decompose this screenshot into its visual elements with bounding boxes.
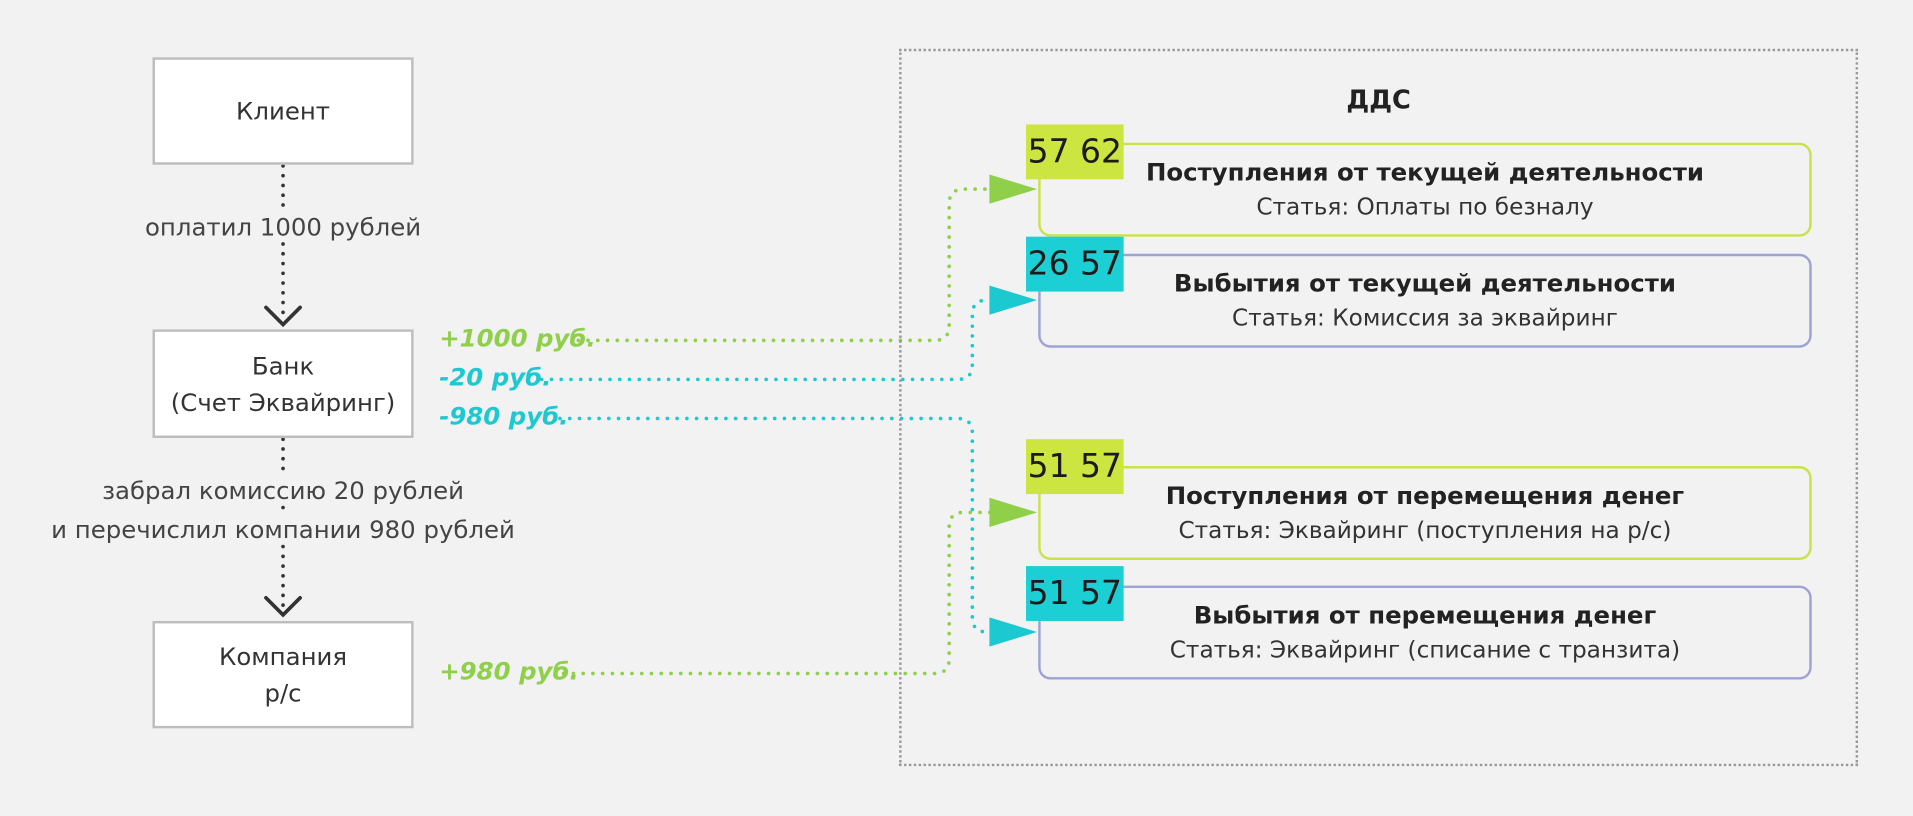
- dds-card-transfer-inflow: Поступления от перемещения денег Статья:…: [1038, 466, 1812, 560]
- arrow-green-1: [989, 174, 1037, 204]
- arrow-cyan-2: [989, 285, 1037, 315]
- bank-account-label: (Счет Эквайринг): [170, 387, 396, 417]
- dds-title: ДДС: [1346, 85, 1411, 115]
- bank-label: Банк: [251, 350, 315, 381]
- card-article: Статья: Эквайринг (списание с транзита): [1169, 636, 1681, 664]
- dds-card-operating-inflow: Поступления от текущей деятельности Стат…: [1038, 142, 1812, 237]
- card-title: Поступления от перемещения денег: [1165, 480, 1685, 510]
- company-node: Компания р/с: [152, 620, 414, 729]
- account-badge: 51 57: [1026, 439, 1124, 495]
- arrow-cyan-4: [989, 617, 1037, 647]
- connector-plus980: [561, 510, 993, 676]
- dds-card-transfer-outflow: Выбытия от перемещения денег Статья: Экв…: [1038, 585, 1812, 680]
- dds-card-operating-outflow: Выбытия от текущей деятельности Статья: …: [1038, 253, 1812, 348]
- card-article: Статья: Оплаты по безналу: [1256, 193, 1594, 221]
- account-badge: 51 57: [1026, 566, 1124, 621]
- amount-minus980: -980 руб.: [439, 401, 569, 431]
- amount-plus1000: +1000 руб.: [439, 323, 596, 353]
- step1-label: оплатил 1000 рублей: [142, 212, 424, 242]
- connector-minus980: [558, 416, 993, 634]
- card-title: Выбытия от текущей деятельности: [1173, 268, 1676, 298]
- client-label: Клиент: [236, 96, 331, 126]
- account-badge: 57 62: [1026, 124, 1124, 180]
- account-badge: 26 57: [1026, 236, 1124, 292]
- arrow-green-3: [989, 497, 1037, 528]
- company-account-label: р/с: [264, 678, 302, 708]
- arrowhead-bank: [264, 305, 302, 328]
- company-label: Компания: [219, 641, 348, 671]
- card-article: Статья: Эквайринг (поступления на р/с): [1178, 517, 1672, 545]
- amount-minus20: -20 руб.: [439, 362, 552, 392]
- amount-plus980: +980 руб.: [439, 656, 579, 686]
- bank-node: Банк (Счет Эквайринг): [152, 329, 414, 438]
- dds-frame: [899, 48, 1859, 767]
- connector-minus20: [539, 298, 993, 382]
- connector-plus1000: [576, 187, 993, 343]
- card-title: Выбытия от перемещения денег: [1193, 600, 1657, 630]
- card-title: Поступления от текущей деятельности: [1145, 157, 1704, 187]
- step2-label-line2: и перечислил компании 980 рублей: [48, 514, 518, 545]
- step2-label-line1: забрал комиссию 20 рублей: [99, 475, 467, 506]
- card-article: Статья: Комиссия за эквайринг: [1232, 305, 1618, 332]
- client-node: Клиент: [152, 57, 414, 165]
- arrowhead-company: [264, 595, 302, 618]
